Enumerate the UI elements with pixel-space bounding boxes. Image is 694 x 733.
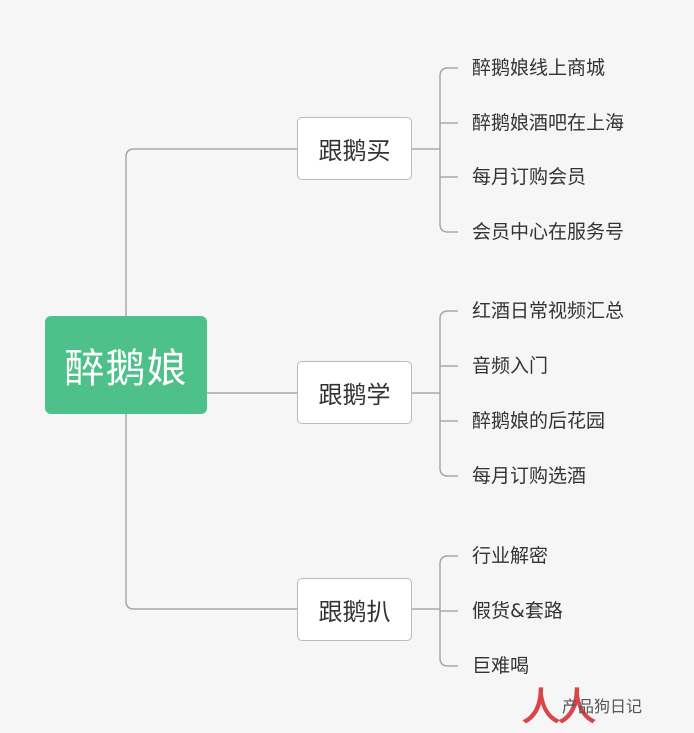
leaf-spine-connector xyxy=(439,67,449,233)
leaf-node[interactable]: 醉鹅娘线上商城 xyxy=(472,57,606,79)
leaf-spine-connector xyxy=(439,310,449,477)
branch-node-gossip[interactable]: 跟鹅扒 xyxy=(297,578,412,641)
leaf-node[interactable]: 每月订购会员 xyxy=(472,166,587,188)
leaf-node[interactable]: 醉鹅娘酒吧在上海 xyxy=(472,112,625,134)
leaf-node[interactable]: 行业解密 xyxy=(472,545,549,567)
branch-label: 跟鹅买 xyxy=(318,137,391,165)
watermark-text: 产品狗日记 xyxy=(562,697,643,716)
root-label: 醉鹅娘 xyxy=(64,346,188,392)
branch-node-learn[interactable]: 跟鹅学 xyxy=(297,361,412,424)
leaf-node[interactable]: 巨难喝 xyxy=(472,655,530,677)
root-node[interactable]: 醉鹅娘 xyxy=(45,316,207,414)
branch-label: 跟鹅扒 xyxy=(318,598,391,626)
root-to-branch-connector xyxy=(125,414,297,610)
watermark-logo: 人人 xyxy=(522,685,596,729)
leaf-node[interactable]: 每月订购选酒 xyxy=(472,465,587,487)
root-to-branch-connector xyxy=(125,148,297,316)
branch-node-buy[interactable]: 跟鹅买 xyxy=(297,117,412,180)
leaf-node[interactable]: 会员中心在服务号 xyxy=(472,221,625,243)
leaf-node[interactable]: 假货&套路 xyxy=(472,600,563,622)
leaf-node[interactable]: 音频入门 xyxy=(472,355,549,377)
leaf-node[interactable]: 醉鹅娘的后花园 xyxy=(472,410,606,432)
watermark: 人人 产品狗日记 xyxy=(522,685,692,729)
branch-label: 跟鹅学 xyxy=(318,381,391,409)
leaf-node[interactable]: 红酒日常视频汇总 xyxy=(472,300,625,322)
